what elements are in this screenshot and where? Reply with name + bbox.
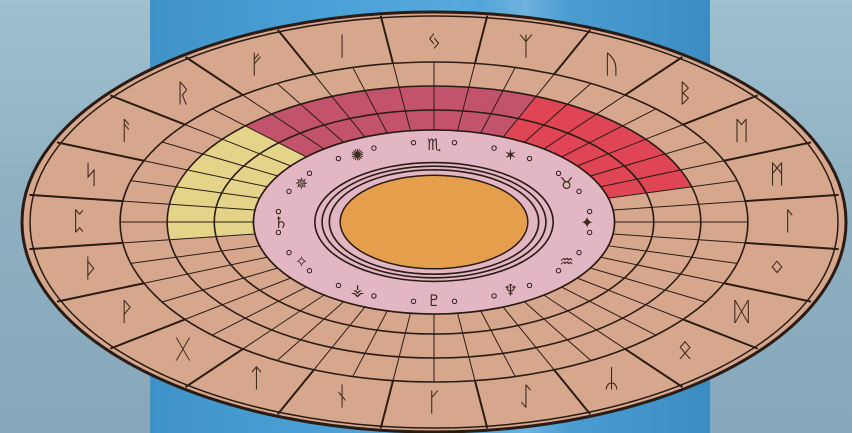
inner-symbol: ⚶ — [351, 281, 365, 300]
inner-symbol: ✧ — [295, 252, 308, 271]
rune-glyph[interactable]: ᚹ — [119, 298, 135, 328]
rune-glyph[interactable]: ᚠ — [249, 50, 265, 80]
inner-symbol: ♇ — [427, 291, 441, 310]
rune-glyph[interactable]: ᛈ — [71, 207, 87, 237]
rune-glyph[interactable]: ᛜ — [769, 254, 785, 284]
rune-glyph[interactable]: ᛁ — [334, 32, 350, 62]
inner-symbol: ✦ — [580, 213, 593, 232]
rune-glyph[interactable]: ᛦ — [604, 364, 620, 394]
rune-glyph[interactable]: ᛟ — [677, 335, 693, 365]
inner-symbol: ♏ — [427, 135, 441, 154]
rune-glyph[interactable]: ᚷ — [175, 335, 191, 365]
rune-glyph[interactable]: ᛉ — [518, 32, 534, 62]
rune-glyph[interactable]: ᛚ — [781, 207, 797, 237]
rune-glyph[interactable]: ᛗ — [769, 160, 785, 190]
inner-symbol: ♄ — [274, 213, 288, 232]
rune-glyph[interactable]: ᚱ — [175, 79, 191, 109]
center-disc[interactable] — [340, 175, 528, 269]
wheel-center[interactable] — [315, 163, 553, 282]
rune-glyph[interactable]: ᛃ — [426, 26, 442, 56]
inner-symbol: ✶ — [504, 145, 517, 164]
inner-symbol: ♉ — [559, 174, 573, 193]
rune-glyph[interactable]: ᛖ — [734, 117, 750, 147]
rune-glyph[interactable]: ᚾ — [334, 382, 350, 412]
inner-symbol: ♆ — [503, 281, 517, 300]
rune-glyph[interactable]: ᚢ — [604, 50, 620, 80]
rune-glyph[interactable]: ᚴ — [426, 388, 442, 418]
rune-glyph[interactable]: ᛋ — [83, 160, 99, 190]
rune-glyph[interactable]: ᛇ — [518, 382, 534, 412]
rune-glyph[interactable]: ᛞ — [734, 298, 750, 328]
rune-glyph[interactable]: ᛏ — [249, 364, 265, 394]
inner-symbol: ♒ — [559, 252, 573, 271]
inner-symbol: ✵ — [295, 174, 308, 193]
rune-glyph[interactable]: ᚦ — [83, 254, 99, 284]
rune-glyph[interactable]: ᛒ — [677, 79, 693, 109]
inner-symbol: ✺ — [351, 145, 364, 164]
rune-glyph[interactable]: ᚨ — [119, 117, 135, 147]
